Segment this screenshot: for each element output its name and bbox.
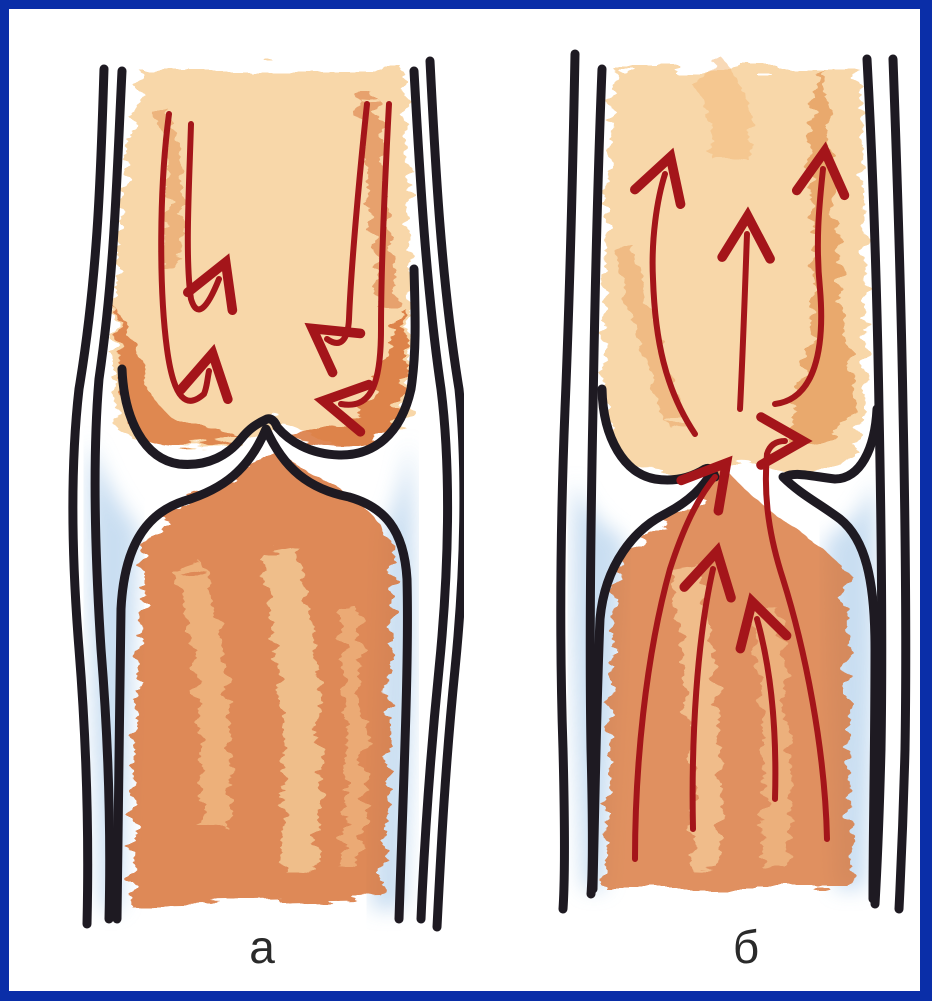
lower-bone-tissue [129,449,394,904]
panel-label-b: б [686,924,806,970]
diagram-a [9,9,464,991]
panel-label-a: а [202,924,322,970]
capsule-outer-right [893,59,906,909]
figure-frame: а [9,9,920,991]
capsule-outer-left [561,54,575,909]
diagram-b [465,9,920,991]
panel-b: б [465,9,920,991]
panel-a: а [9,9,464,991]
upper-bone-tissue [605,69,866,472]
